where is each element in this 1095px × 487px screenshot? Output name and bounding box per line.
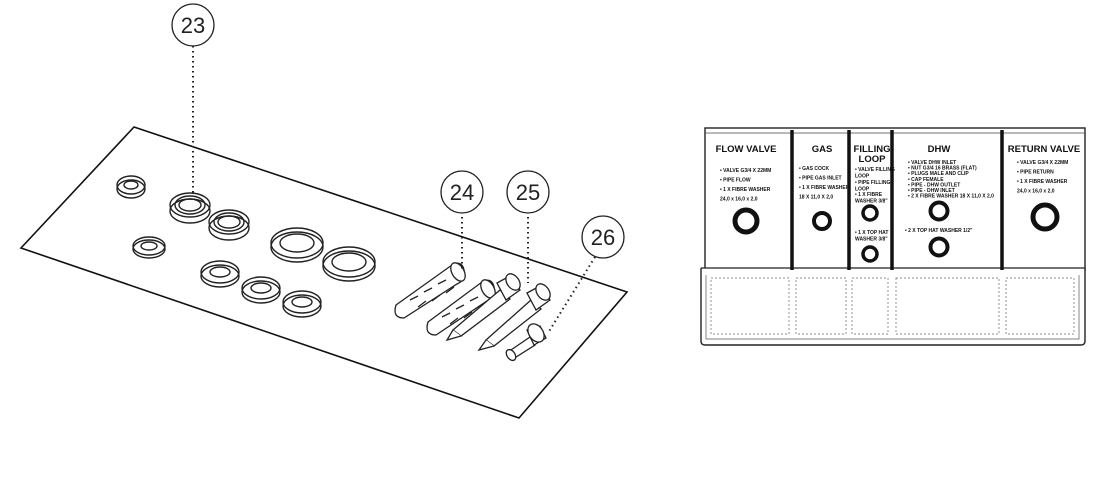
card-columns: FLOW VALVE • VALVE G3/4 X 22MM • PIPE FLOW… (716, 144, 1081, 243)
card-column-line: 24,0 x 16,0 x 2,0 (1017, 189, 1055, 195)
ring-dhw-2 (928, 236, 950, 258)
ring-filling-loop-2 (861, 245, 879, 263)
callout-23-label: 23 (181, 13, 205, 38)
card-header-panel (704, 127, 1086, 271)
card-column-line: • 1 X FIBRE WASHER (799, 185, 850, 191)
washer-mid-2 (241, 276, 281, 304)
callout-25-label: 25 (516, 180, 540, 205)
callout-26-label: 26 (591, 225, 615, 250)
card-column-line: • PIPE GAS INLET (799, 176, 842, 182)
washer-large-2 (322, 246, 376, 282)
screw-1 (445, 273, 521, 342)
card-column-line: • VALVE G3/4 X 22MM (720, 168, 771, 174)
ring-return-valve (1030, 202, 1060, 232)
card-column-title: FILLING (854, 144, 891, 155)
grommet-medium-1 (169, 192, 211, 224)
card-column-line: • PIPE RETURN (1017, 170, 1054, 176)
card-rings (732, 200, 1060, 263)
washer-small-left (132, 236, 166, 259)
card-column-line: 24,0 x 16,0 x 2,0 (720, 197, 758, 203)
card-column-line: LOOP (855, 174, 870, 180)
washer-mid-3 (282, 290, 322, 318)
leader-lines (192, 46, 596, 334)
card-column-line: • CAP FEMALE (908, 177, 944, 183)
packaging-card: FLOW VALVE • VALVE G3/4 X 22MM • PIPE FLOW… (700, 127, 1086, 346)
bolt (505, 323, 547, 362)
card-column-line: • PLUGS MALE AND CLIP (908, 171, 969, 177)
callout-23: 23 (171, 3, 215, 47)
card-column-line: • 1 X FIBRE WASHER (720, 187, 771, 193)
card-column-title: DHW (928, 144, 951, 155)
ring-gas (812, 211, 832, 231)
column-dividers (790, 130, 1004, 270)
card-column-line: • GAS COCK (799, 166, 829, 172)
card-column-line: 18 X 11,0 X 2,0 (799, 195, 833, 201)
card-column-title: GAS (812, 144, 833, 155)
screws (445, 273, 551, 352)
washers-group (116, 175, 376, 318)
screw-2 (477, 283, 551, 352)
card-tray (700, 268, 1086, 346)
card-column-extra: • 1 X FIBRE (855, 192, 883, 198)
callout-25: 25 (506, 170, 550, 214)
washer-mid-1 (200, 260, 240, 288)
card-column-line: • 2 X FIBRE WASHER 18 X 11,0 X 2,0 (908, 194, 994, 200)
ring-flow-valve (732, 207, 760, 235)
ring-filling-loop-1 (861, 204, 879, 222)
grommet-small (116, 175, 146, 199)
card-column-line: • 1 X FIBRE WASHER (1017, 179, 1068, 185)
parts-bag-illustration: 23 24 25 26 (19, 3, 629, 419)
card-column-line: • PIPE - DHW OUTLET (908, 182, 960, 188)
card-column-line: • VALVE DHW INLET (908, 160, 956, 166)
callout-26: 26 (581, 215, 625, 259)
washer-large-1 (270, 227, 324, 263)
card-column-extra: WASHER 3/8" (855, 237, 888, 243)
ring-dhw-1 (928, 200, 950, 222)
parts-bag-outline (19, 126, 629, 419)
card-column-extra: WASHER 3/8" (855, 199, 888, 205)
callout-24-label: 24 (450, 180, 474, 205)
card-column-extra: • 2 X TOP HAT WASHER 1/2" (905, 228, 973, 234)
card-column-line: • NUT G3/4 16 BRASS (FLAT) (908, 166, 977, 172)
card-column-line: • PIPE FILLING (855, 180, 890, 186)
grommet-medium-2 (208, 209, 250, 241)
wall-plug-1 (394, 262, 466, 319)
card-column-line: • VALVE FILLING (855, 167, 895, 173)
wall-plugs (394, 262, 496, 336)
card-column-line: • PIPE - DHW INLET (908, 188, 955, 194)
card-column-line: LOOP (855, 187, 870, 193)
card-column-extra: • 1 X TOP HAT (855, 230, 888, 236)
card-column-title: RETURN VALVE (1008, 144, 1080, 155)
card-column-line: • PIPE FLOW (720, 178, 751, 184)
tray-pockets (710, 277, 1075, 335)
callout-24: 24 (440, 170, 484, 214)
card-column-line: • VALVE G3/4 X 22MM (1017, 160, 1068, 166)
card-column-title: LOOP (859, 154, 887, 165)
card-column-title: FLOW VALVE (716, 144, 777, 155)
